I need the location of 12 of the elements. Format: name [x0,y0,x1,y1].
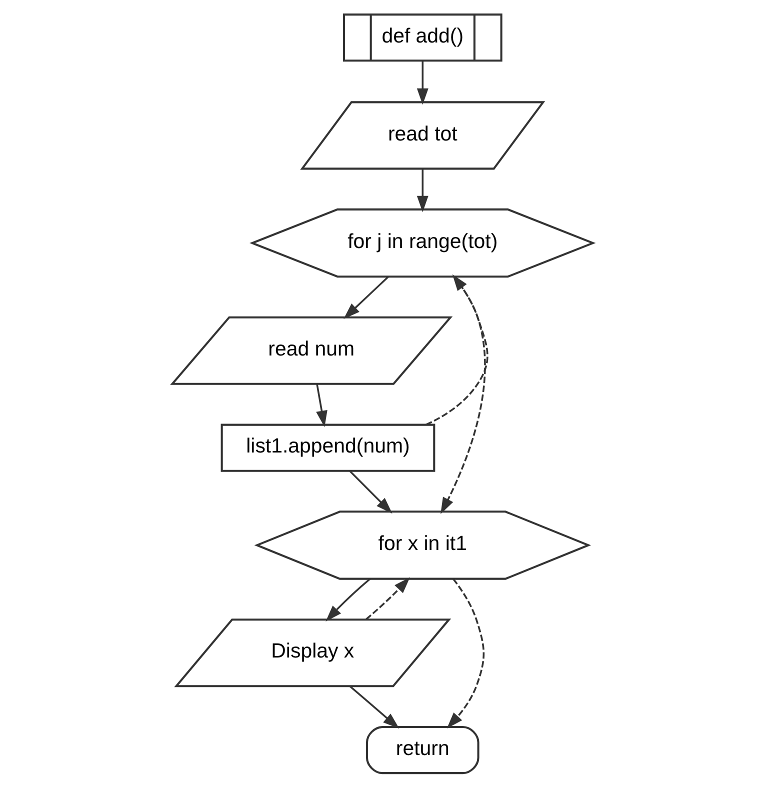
arrow [365,577,410,620]
node-box: return [365,726,479,774]
arrow [416,168,428,212]
arrow [348,686,399,729]
arrow [343,276,388,319]
node-box: list1.append(num) [220,424,435,472]
arrow [316,384,327,428]
arrow [425,274,488,426]
arrow [325,578,370,622]
arrow [446,578,484,728]
arrow [416,60,428,105]
arrow [348,470,392,514]
